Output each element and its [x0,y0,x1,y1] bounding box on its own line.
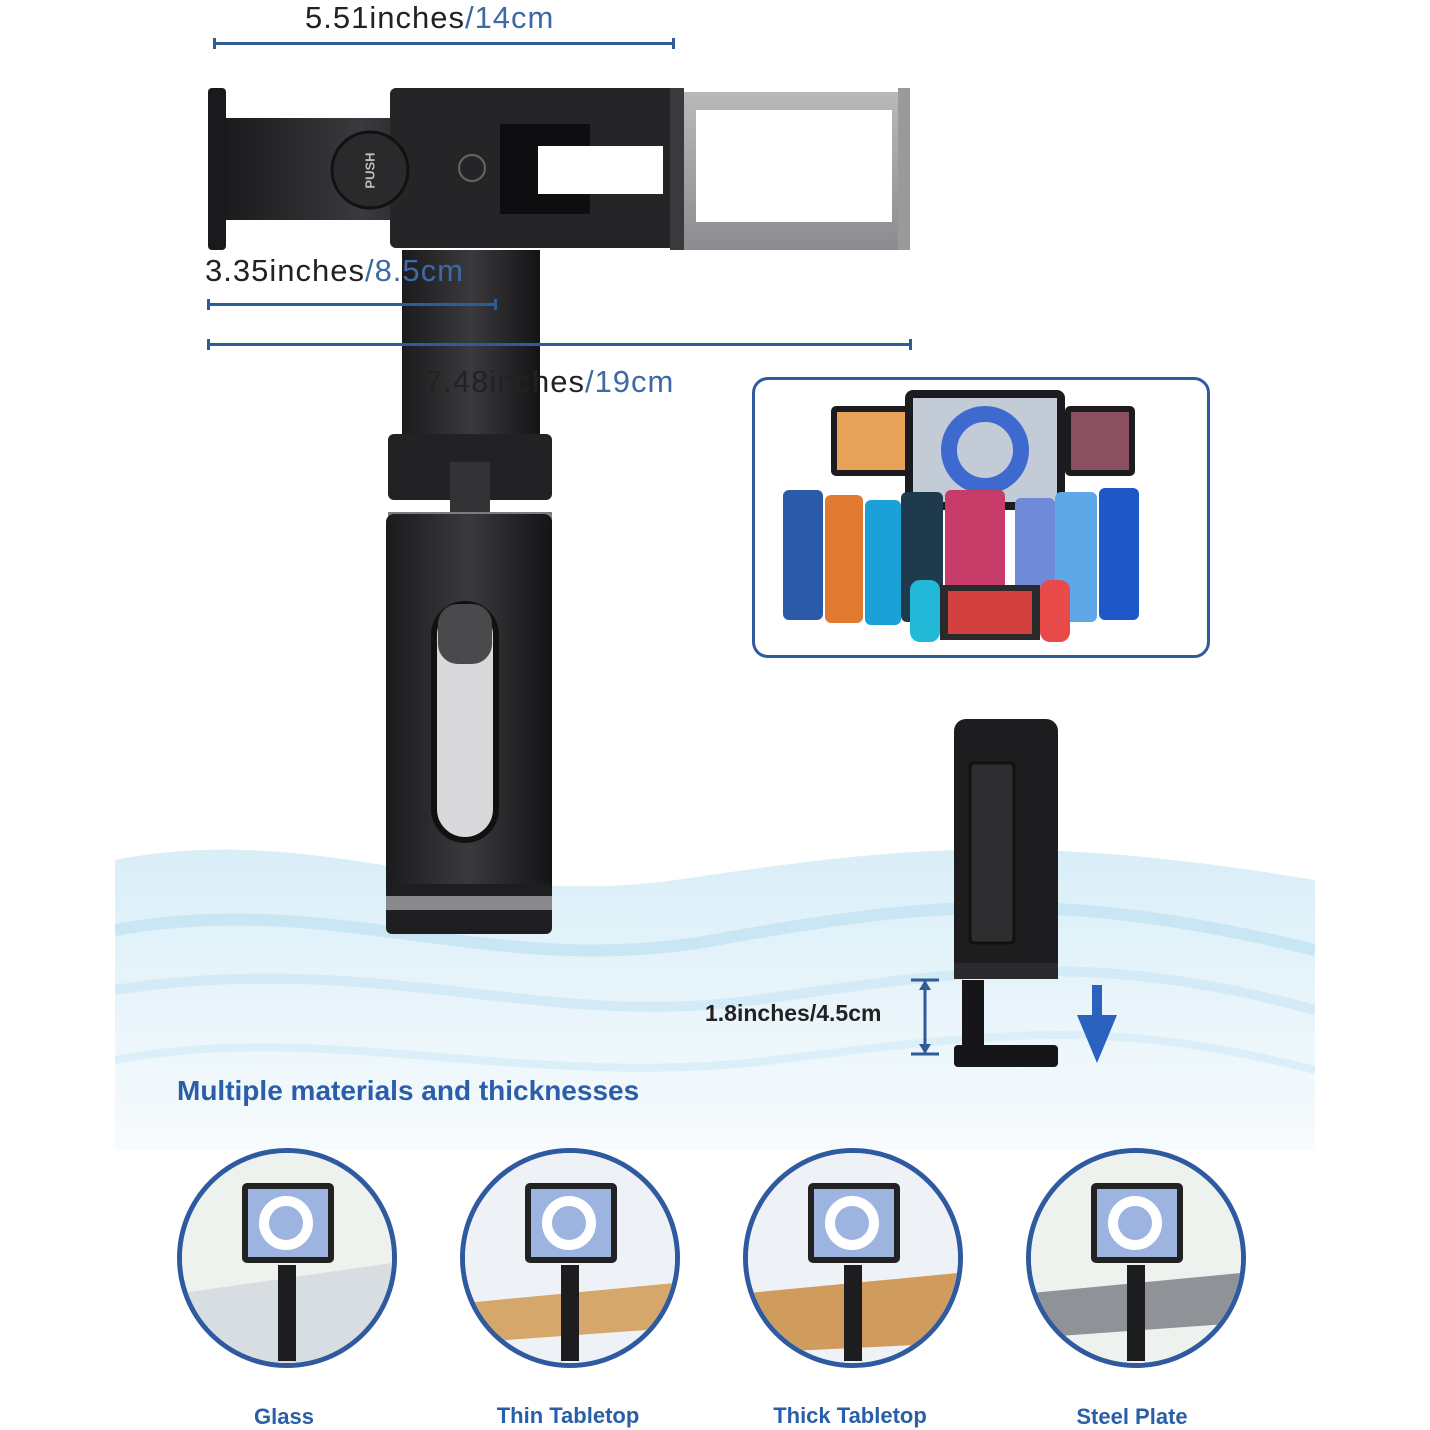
dim-clamp-opening: 1.8inches/4.5cm [705,1000,882,1026]
material-steel-plate-label: Steel Plate [1076,1404,1188,1429]
compatible-devices-image [783,390,1139,642]
dim-width-top-metric: /14cm [464,0,555,35]
dim-width-mid-text: 3.35inches/8.5cm [205,253,464,289]
dim-width-full-text: 7.48inches/19cm [425,364,674,400]
clamp-side-view-image [954,719,1058,1067]
materials-heading: Multiple materials and thicknesses [177,1075,640,1106]
push-button-label: PUSH [362,151,378,189]
dim-width-top-text: 5.51inches/14cm [305,0,554,36]
dim-width-mid-imperial: 3.35inches [205,253,365,288]
material-steel-plate-image [1026,1148,1246,1368]
material-glass-image [177,1148,397,1368]
material-thick-tabletop-image [743,1148,963,1368]
clamp-opening-dim-marker [911,978,939,1056]
dim-width-mid-line [207,299,497,310]
push-button[interactable]: PUSH [332,132,408,208]
dim-width-full-imperial: 7.48inches [425,364,585,399]
material-thick-tabletop-label: Thick Tabletop [773,1403,927,1428]
dim-width-full-metric: /19cm [584,364,675,399]
tablet-holder-product [208,88,910,934]
material-thin-tabletop-image [460,1148,680,1368]
dim-width-full-line [207,339,912,350]
arrow-down-icon [1077,985,1117,1063]
material-thin-tabletop-label: Thin Tabletop [496,1403,640,1428]
dim-width-mid-metric: /8.5cm [364,253,464,288]
compatible-devices-panel [752,377,1210,658]
dim-width-top-line [213,38,675,49]
material-glass-label: Glass [254,1404,314,1429]
dim-width-top-imperial: 5.51inches [305,0,465,35]
